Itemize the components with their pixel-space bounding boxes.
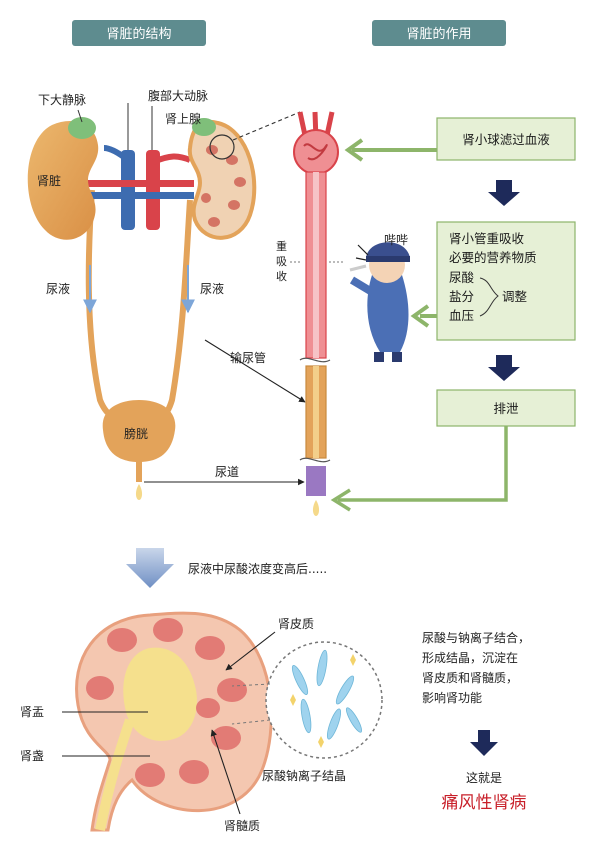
bladder xyxy=(102,400,176,462)
label-reabsorb-3: 收 xyxy=(276,269,287,283)
abdominal-aorta xyxy=(146,150,160,230)
label-bladder: 膀胱 xyxy=(124,426,148,441)
urethra-segment xyxy=(306,466,326,496)
label-urine-left: 尿液 xyxy=(46,281,70,296)
urinary-system-illustration xyxy=(27,111,301,500)
explain-line-4: 影响肾功能 xyxy=(422,690,482,705)
structure-title: 肾脏的结构 xyxy=(106,26,171,42)
step-reabsorb-line-2: 必要的营养物质 xyxy=(449,250,537,265)
down-arrow-1 xyxy=(488,180,520,206)
step-reabsorb-item-3: 血压 xyxy=(449,308,474,323)
function-title-badge: 肾脏的作用 xyxy=(372,20,506,46)
label-ureter: 输尿管 xyxy=(230,350,266,365)
after-uric-acid-text: 尿液中尿酸浓度变高后..... xyxy=(188,561,327,576)
label-reabsorb-1: 重 xyxy=(276,239,287,253)
brace xyxy=(479,277,499,317)
renal-pelvis xyxy=(123,647,197,741)
label-whistle: 哔哔 xyxy=(384,233,408,247)
nephron-illustration xyxy=(293,111,339,516)
explain-line-2: 形成结晶，沉淀在 xyxy=(422,651,518,665)
label-medulla: 肾髓质 xyxy=(224,819,260,833)
step-excretion-text: 排泄 xyxy=(493,401,519,416)
label-pelvis: 肾盂 xyxy=(20,705,44,719)
down-arrow-2 xyxy=(488,355,520,381)
label-calyx: 肾盏 xyxy=(20,748,44,763)
label-crystal: 尿酸钠离子结晶 xyxy=(262,768,346,783)
flow-step-excretion: 排泄 xyxy=(436,389,576,427)
label-reabsorb-2: 吸 xyxy=(276,255,287,268)
right-adrenal-gland xyxy=(192,118,216,136)
inferior-vena-cava xyxy=(121,150,135,230)
step-reabsorb-line-1: 肾小管重吸收 xyxy=(449,231,525,246)
step-reabsorb-item-2: 盐分 xyxy=(449,289,474,304)
step-filtration-text: 肾小球滤过血液 xyxy=(462,132,550,147)
transition-arrow xyxy=(126,548,174,588)
nephron-zoom-circle xyxy=(209,134,235,160)
glomerulus xyxy=(293,129,339,175)
structure-title-badge: 肾脏的结构 xyxy=(72,20,206,46)
left-kidney xyxy=(27,121,99,240)
flow-step-filtration: 肾小球滤过血液 xyxy=(436,117,576,161)
explain-line-1: 尿酸与钠离子结合， xyxy=(422,630,530,645)
conclusion-text: 这就是 xyxy=(466,770,502,785)
label-kidney: 肾脏 xyxy=(37,173,61,188)
step-reabsorb-adjust: 调整 xyxy=(502,289,528,304)
label-aorta: 腹部大动脉 xyxy=(148,88,208,103)
crystal-zoom-circle xyxy=(265,641,383,759)
label-ivc: 下大静脉 xyxy=(38,92,86,107)
label-cortex: 肾皮质 xyxy=(278,617,314,631)
down-arrow-3 xyxy=(470,730,498,756)
disease-name: 痛风性肾病 xyxy=(442,793,527,813)
police-officer-character xyxy=(349,242,410,362)
label-adrenal: 肾上腺 xyxy=(165,112,201,126)
label-urethra: 尿道 xyxy=(215,465,239,479)
label-urine-right: 尿液 xyxy=(200,281,224,296)
right-kidney xyxy=(187,119,257,240)
left-adrenal-gland xyxy=(68,117,96,139)
flow-step-reabsorption: 肾小管重吸收 必要的营养物质 尿酸 盐分 血压 调整 xyxy=(436,221,576,341)
explain-line-3: 肾皮质和肾髓质， xyxy=(422,671,518,685)
step-reabsorb-item-1: 尿酸 xyxy=(449,270,475,285)
kidney-cross-section xyxy=(75,611,273,832)
function-title: 肾脏的作用 xyxy=(406,26,471,42)
